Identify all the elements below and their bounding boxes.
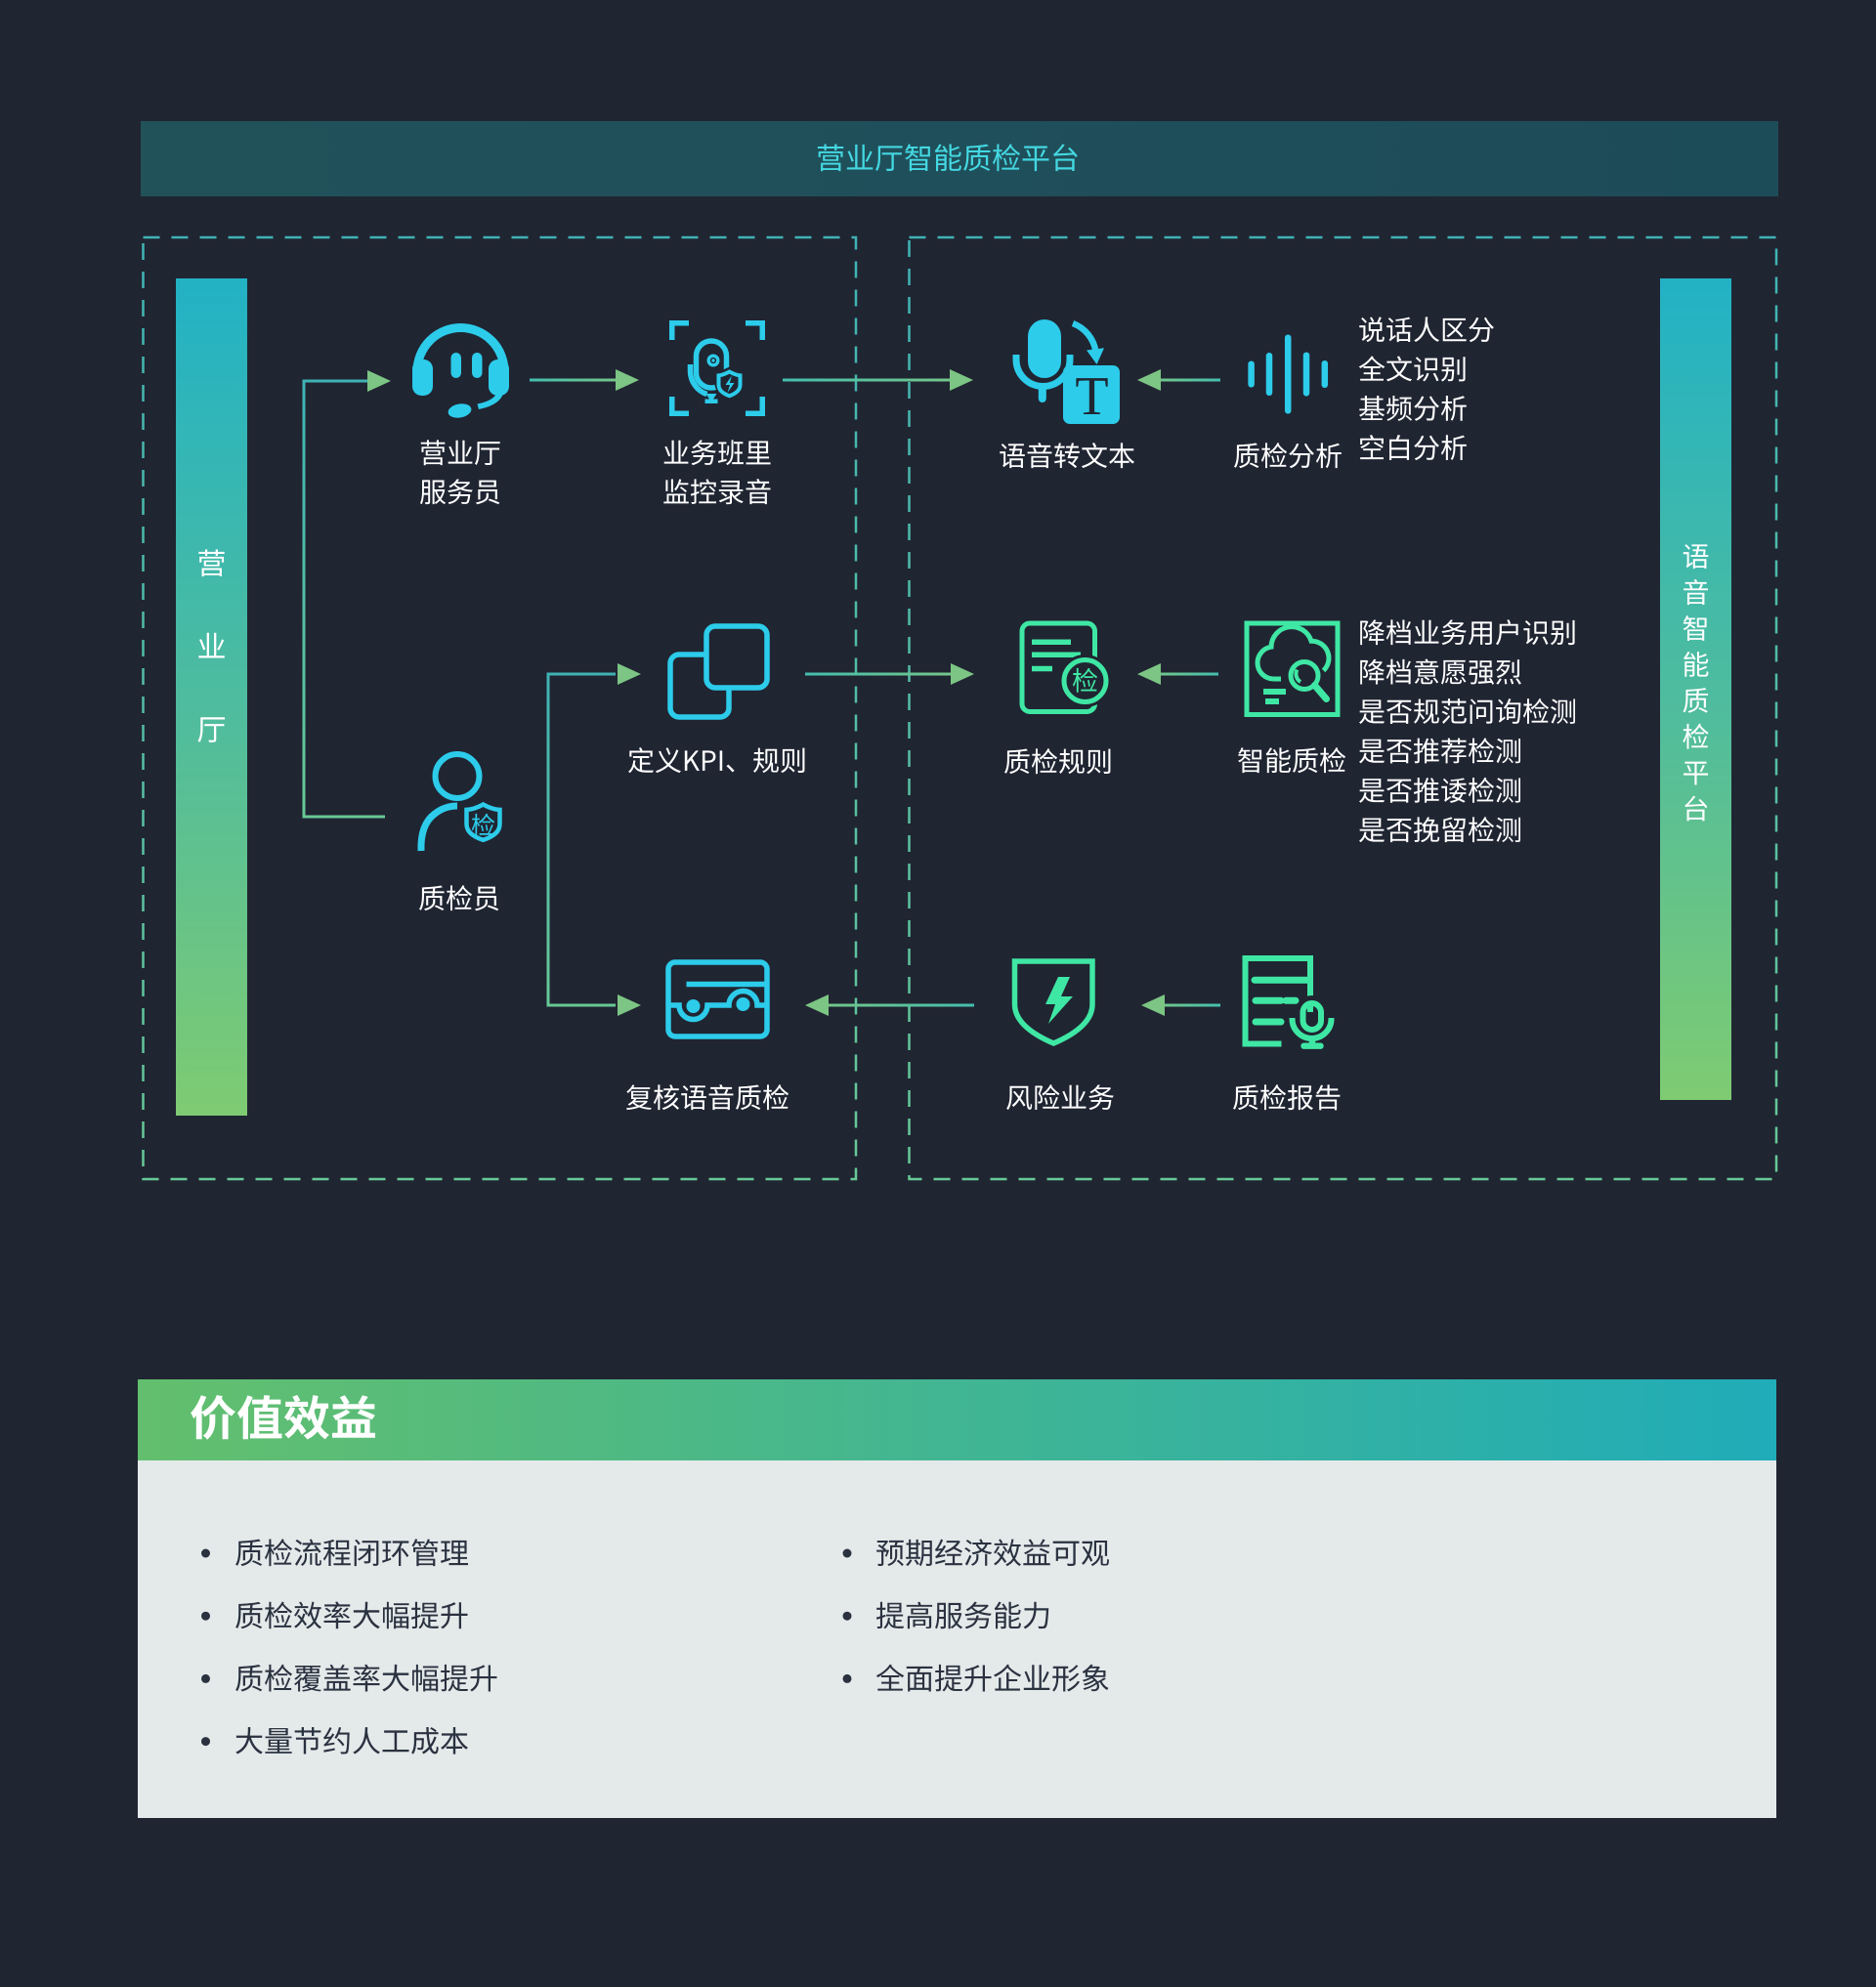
svg-text:T: T — [1075, 366, 1108, 427]
